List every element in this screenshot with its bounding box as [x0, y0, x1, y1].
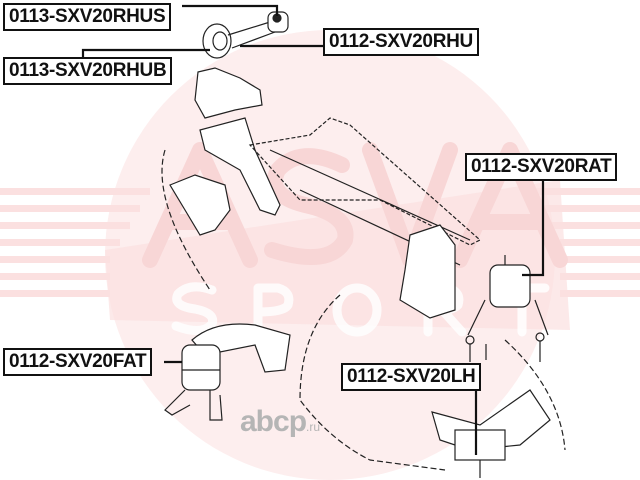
- mount-lh: [431, 389, 551, 478]
- part-label-0113-sxv20rhus[interactable]: 0113-SXV20RHUS: [3, 3, 172, 31]
- watermark-site: abcp.ru: [240, 405, 320, 439]
- torque-rod-upper: [202, 11, 289, 59]
- mount-rat: [465, 255, 549, 362]
- part-label-0112-sxv20rat[interactable]: 0112-SXV20RAT: [465, 153, 618, 181]
- part-label-0112-sxv20rhu[interactable]: 0112-SXV20RHU: [323, 28, 479, 56]
- part-label-0112-sxv20fat[interactable]: 0112-SXV20FAT: [3, 348, 153, 376]
- mount-fat: [164, 323, 291, 421]
- watermark-site-name: abcp: [240, 405, 307, 438]
- part-label-0113-sxv20rhub[interactable]: 0113-SXV20RHUB: [3, 57, 173, 85]
- watermark-site-tld: .ru: [306, 420, 321, 434]
- part-label-0112-sxv20lh[interactable]: 0112-SXV20LH: [341, 363, 482, 391]
- leader-lines: [81, 4, 545, 455]
